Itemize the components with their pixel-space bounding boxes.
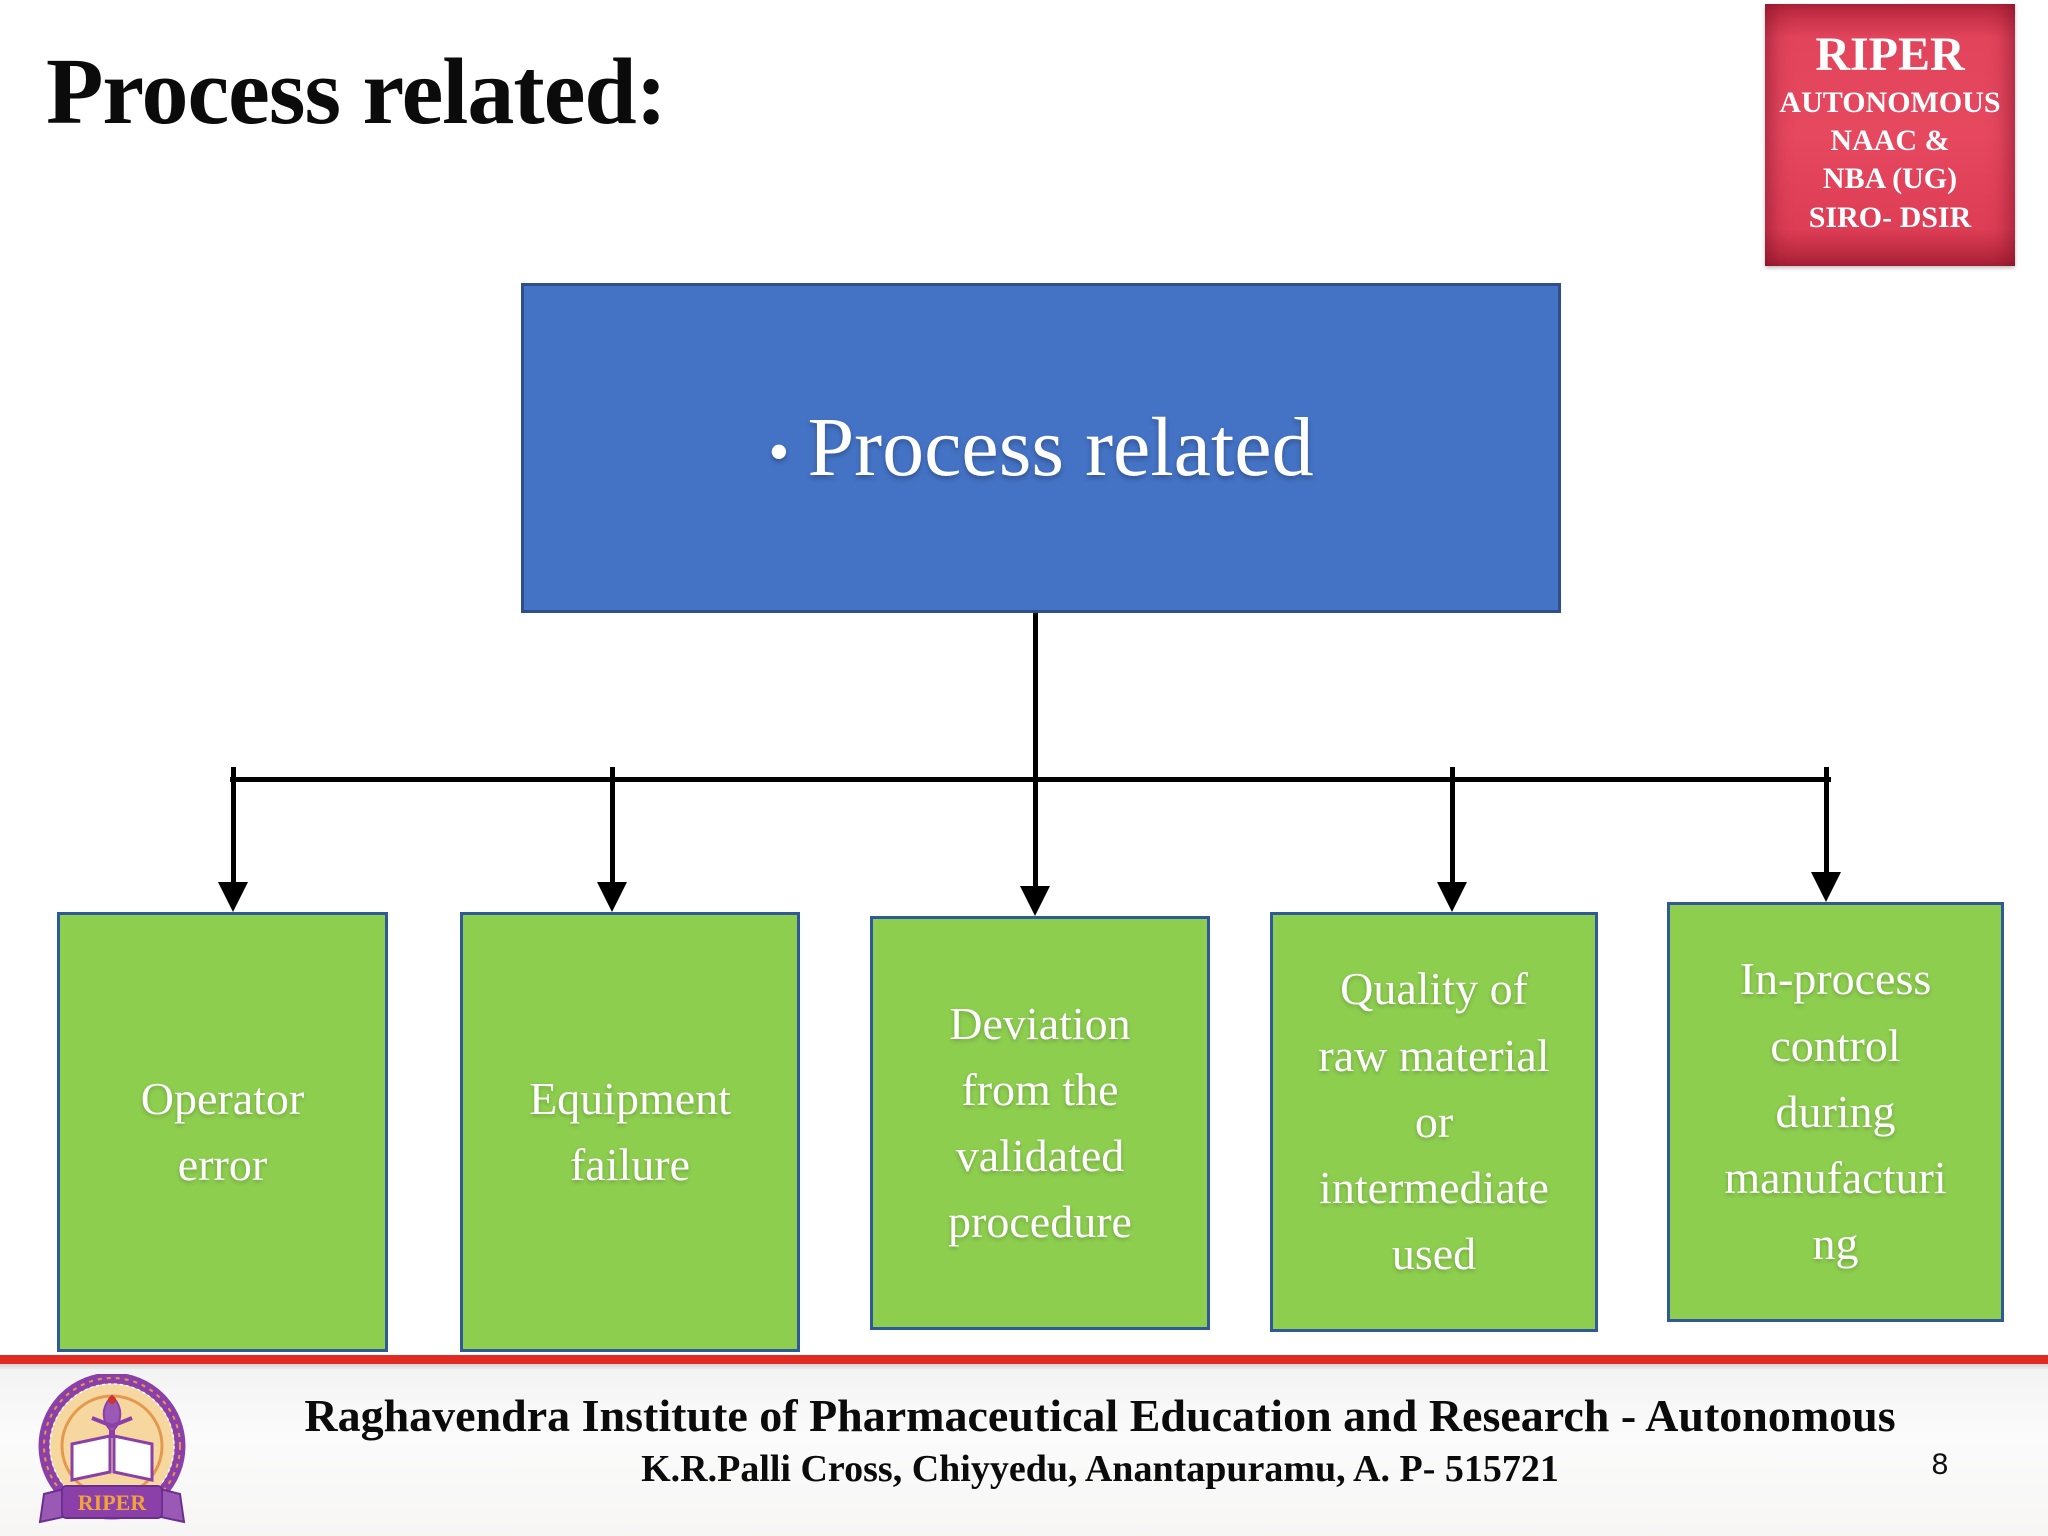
diagram-child-label: Quality of raw material or intermediate … (1318, 963, 1550, 1280)
arrowhead-icon (1811, 872, 1841, 902)
diagram-child-node: Quality of raw material or intermediate … (1270, 912, 1598, 1332)
diagram-child-label: Equipment failure (529, 1072, 731, 1190)
institute-name: Raghavendra Institute of Pharmaceutical … (304, 1390, 1896, 1441)
diagram-child-label: Operator error (140, 1072, 305, 1190)
diagram-child-node: Deviation from the validated procedure (870, 916, 1210, 1330)
diagram-child-node: In-process control during manufacturi ng (1667, 902, 2004, 1322)
connector-bar (230, 777, 1831, 782)
connector-stem (1033, 613, 1038, 888)
diagram-child-label: Deviation from the validated procedure (948, 997, 1132, 1248)
badge-line: NBA (UG) (1822, 162, 1958, 196)
badge-line: RIPER (1815, 28, 1965, 81)
diagram-root-node: • Process related (521, 283, 1561, 613)
footer-accent-line (0, 1355, 2048, 1364)
footer (0, 1369, 2048, 1536)
arrowhead-icon (218, 882, 248, 912)
connector-drop (1450, 767, 1455, 884)
arrowhead-icon (1437, 882, 1467, 912)
badge-line: SIRO- DSIR (1808, 200, 1972, 234)
connector-drop (231, 767, 236, 884)
diagram-child-node: Equipment failure (460, 912, 800, 1352)
badge-line: AUTONOMOUS (1779, 85, 2001, 119)
arrowhead-icon (1020, 886, 1050, 916)
bullet-glyph: • (768, 418, 790, 485)
institute-logo: RIPER (38, 1374, 186, 1524)
connector-drop (1824, 767, 1829, 874)
institute-address: K.R.Palli Cross, Chiyyedu, Anantapuramu,… (641, 1447, 1559, 1490)
connector-drop (610, 767, 615, 884)
institution-badge: RIPER AUTONOMOUS NAAC & NBA (UG) SIRO- D… (1765, 4, 2015, 266)
diagram-child-node: Operator error (57, 912, 388, 1352)
diagram-child-label: In-process control during manufacturi ng (1724, 953, 1947, 1270)
badge-line: NAAC & (1830, 123, 1950, 157)
page-number: 8 (1931, 1448, 1949, 1481)
footer-text: Raghavendra Institute of Pharmaceutical … (200, 1390, 2000, 1492)
arrowhead-icon (597, 882, 627, 912)
logo-ribbon-text: RIPER (78, 1490, 148, 1515)
page-title: Process related: (46, 40, 667, 144)
diagram-root-label-wrap: • Process related (768, 400, 1314, 494)
diagram-root-label: Process related (807, 400, 1314, 494)
